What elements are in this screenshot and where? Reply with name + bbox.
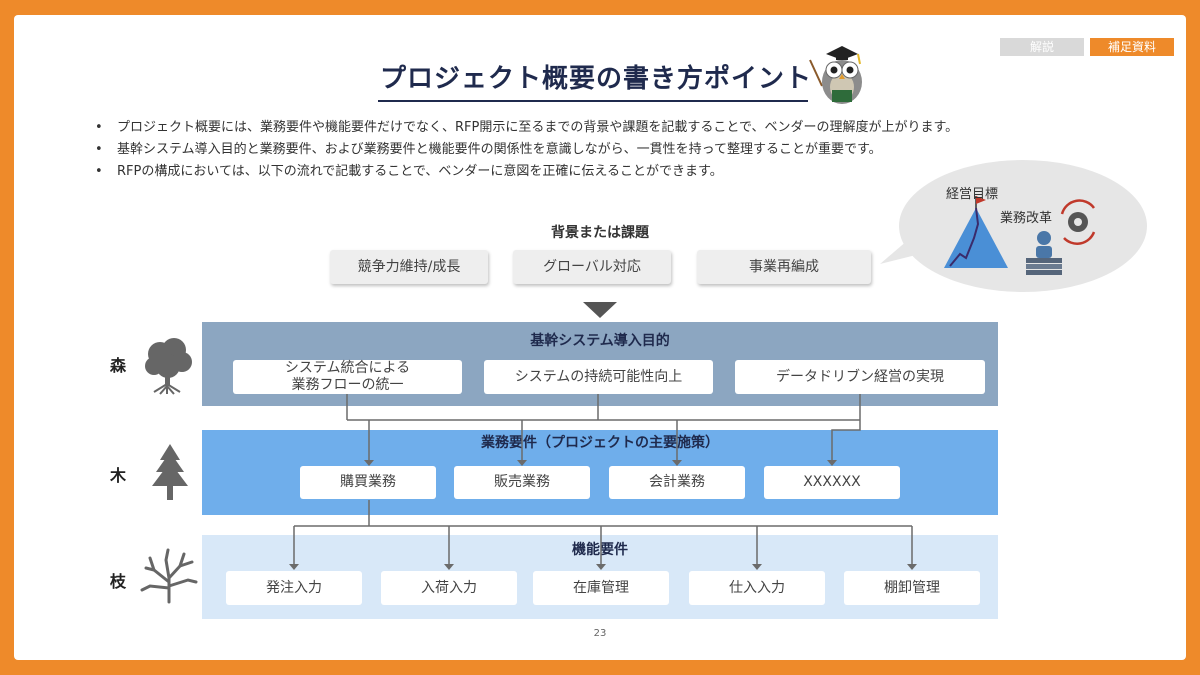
branch-icon: [140, 548, 198, 604]
bullet-item: プロジェクト概要には、業務要件や機能要件だけでなく、RFP開示に至るまでの背景や…: [95, 117, 958, 139]
branch-item: 発注入力: [226, 571, 362, 605]
page-title: プロジェクト概要の書き方ポイント: [380, 64, 813, 94]
branch-item: 仕入入力: [689, 571, 825, 605]
forest-item: システムの持続可能性向上: [484, 360, 713, 394]
down-arrow-icon: [583, 302, 617, 318]
forest-label: 森: [110, 356, 127, 375]
tree-item: 販売業務: [454, 466, 590, 499]
forest-item: データドリブン経営の実現: [735, 360, 985, 394]
background-title: 背景または課題: [551, 225, 649, 241]
forest-title: 基幹システム導入目的: [530, 333, 670, 349]
supplement-tag[interactable]: 補足資料: [1090, 38, 1174, 56]
tree-item: 購買業務: [300, 466, 436, 499]
branch-item: 入荷入力: [381, 571, 517, 605]
background-item: 競争力維持/成長: [330, 250, 488, 284]
branch-label: 枝: [110, 572, 127, 591]
reform-label: 業務改革: [1000, 211, 1053, 226]
branch-item: 在庫管理: [533, 571, 669, 605]
forest-item: システム統合による業務フローの統一: [233, 360, 462, 394]
bullet-item: RFPの構成においては、以下の流れで記載することで、ベンダーに意図を正確に伝える…: [95, 161, 958, 183]
fir-tree-icon: [152, 444, 188, 500]
owl-teacher-icon: [809, 46, 862, 104]
forest-tree-icon: [145, 338, 192, 395]
bullet-list: プロジェクト概要には、業務要件や機能要件だけでなく、RFP開示に至るまでの背景や…: [95, 117, 958, 183]
branch-item: 棚卸管理: [844, 571, 980, 605]
background-item: 事業再編成: [697, 250, 871, 284]
branch-title: 機能要件: [572, 542, 628, 558]
title-underline: [378, 100, 808, 102]
tree-title: 業務要件（プロジェクトの主要施策）: [481, 435, 719, 451]
background-item: グローバル対応: [513, 250, 671, 284]
tree-item: 会計業務: [609, 466, 745, 499]
goal-label: 経営目標: [946, 187, 999, 202]
explain-tag[interactable]: 解説: [1000, 38, 1084, 56]
goal-bubble: [880, 160, 1147, 292]
page-number: 23: [593, 628, 607, 639]
tree-item: XXXXXX: [764, 466, 900, 499]
tree-label: 木: [110, 466, 127, 485]
bullet-item: 基幹システム導入目的と業務要件、および業務要件と機能要件の関係性を意識しながら、…: [95, 139, 958, 161]
